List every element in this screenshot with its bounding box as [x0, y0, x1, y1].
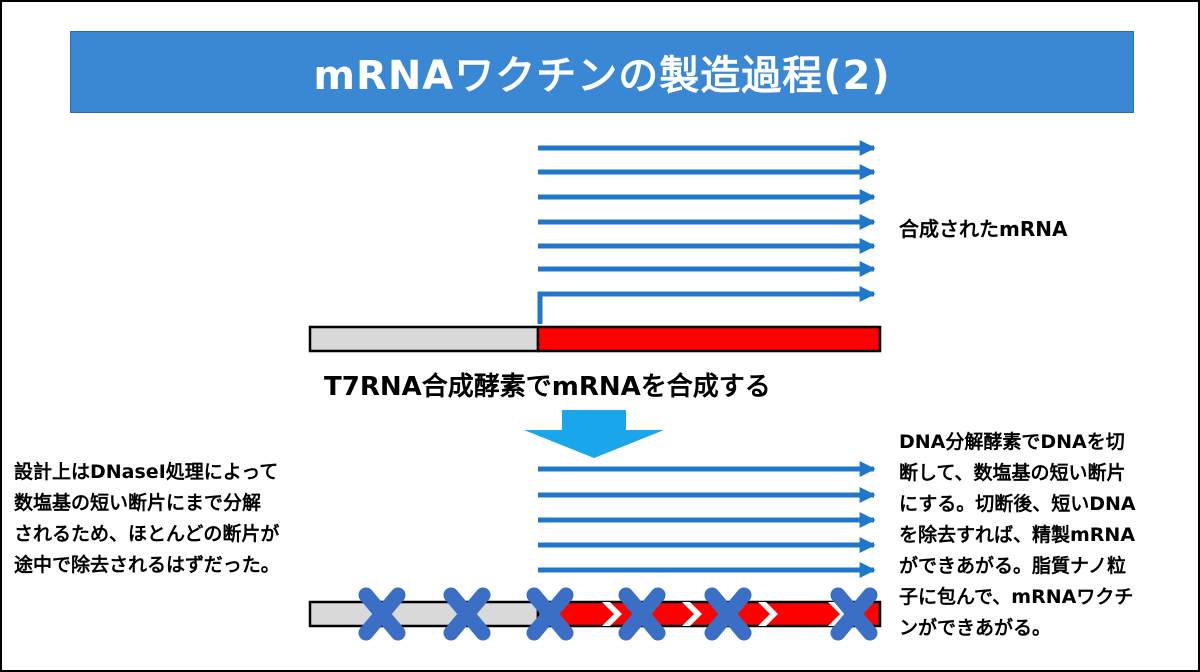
note-line: ンができあがる。 [899, 617, 1052, 639]
fragment-gap [602, 602, 622, 626]
x-cross-icon [358, 587, 406, 641]
note-line: 設計上はDNaseI処理によって [14, 461, 279, 483]
note-line: ができあがる。脂質ナノ粒 [899, 555, 1127, 577]
template-dna-top [308, 325, 882, 353]
note-line: 数塩基の短い断片にまで分解 [14, 492, 262, 514]
x-cross-icon [526, 587, 574, 641]
x-cross-icon [618, 587, 666, 641]
down-arrow-stem [562, 410, 626, 430]
note-line: を除去すれば、精製mRNA [899, 524, 1136, 546]
purified-mrna-arrows [538, 460, 876, 579]
insert-segment [536, 600, 882, 628]
fragment-gap [682, 602, 702, 626]
transcription-start-arrow [537, 285, 876, 324]
promoter-segment [308, 325, 540, 353]
x-cross-icon [830, 587, 878, 641]
title-banner: mRNAワクチンの製造過程(2) [70, 31, 1134, 113]
synthesized-mrna-label: 合成されたmRNA [899, 217, 1068, 241]
x-cross-icon [704, 587, 752, 641]
note-line: にする。切断後、短いDNA [899, 493, 1136, 515]
fragment-gap [828, 602, 848, 626]
insert-segment [536, 325, 882, 353]
right-note: DNA分解酵素でDNAを切 断して、数塩基の短い断片 にする。切断後、短いDNA… [899, 427, 1136, 644]
note-line: されるため、ほとんどの断片が [14, 523, 280, 545]
left-note: 設計上はDNaseI処理によって 数塩基の短い断片にまで分解 されるため、ほとん… [14, 457, 280, 581]
slide-title: mRNAワクチンの製造過程(2) [313, 53, 891, 99]
fragmented-dna [308, 587, 882, 641]
step-caption: T7RNA合成酵素でmRNAを合成する [324, 372, 771, 402]
synthesized-mrna-arrows [537, 139, 876, 324]
note-line: 途中で除去されるはずだった。 [14, 554, 280, 576]
note-line: DNA分解酵素でDNAを切 [899, 431, 1125, 453]
x-cross-icon [443, 587, 491, 641]
down-arrow-icon [524, 430, 664, 458]
fragment-gap [758, 602, 778, 626]
note-line: 子に包んで、mRNAワクチ [899, 586, 1134, 608]
note-line: 断して、数塩基の短い断片 [899, 462, 1126, 484]
promoter-segment [308, 600, 540, 628]
